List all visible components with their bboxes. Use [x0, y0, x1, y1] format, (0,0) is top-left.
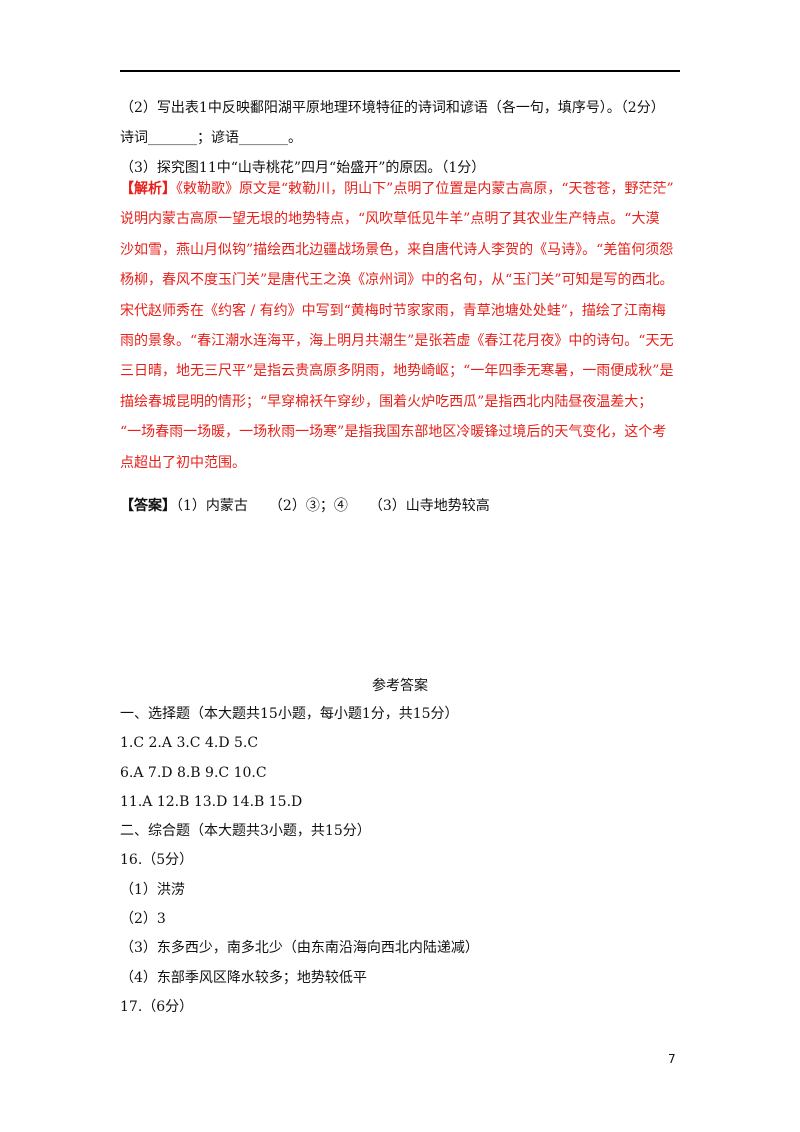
analysis-line: 杨柳，春风不度玉门关”是唐代王之涣《凉州词》中的名句，从“玉门关”可知是写的西北… [120, 272, 674, 289]
analysis-block: 【解析】《敕勒歌》原文是“敕勒川，阴山下”点明了位置是内蒙古高原，“天苍苍，野茫… [120, 180, 680, 484]
question-2: （2）写出表1中反映鄱阳湖平原地理环境特征的诗词和谚语（各一句，填序号）。（2分… [120, 100, 665, 116]
question-2-blanks: 诗词_______；谚语_______。 [120, 130, 302, 146]
reference-line: 二、综合题（本大题共3小题，共15分） [120, 823, 371, 840]
reference-line: 6.A 7.D 8.B 9.C 10.C [120, 764, 267, 781]
answer-block: 【答案】（1）内蒙古 （2）③；④ （3）山寺地势较高 [120, 497, 680, 515]
reference-line: （2）3 [120, 911, 166, 928]
reference-line: （3）东多西少，南多北少（由东南沿海向西北内陆递减） [120, 940, 479, 957]
analysis-line: 宋代赵师秀在《约客 / 有约》中写到“黄梅时节家家雨，青草池塘处处蛙”，描绘了江… [120, 302, 666, 319]
reference-answers: 一、选择题（本大题共15小题，每小题1分，共15分） 1.C 2.A 3.C 4… [120, 705, 680, 1027]
analysis-line: “一场春雨一场暖，一场秋雨一场寒”是指我国东部地区冷暖锋过境后的天气变化，这个考 [120, 424, 667, 441]
analysis-line: 描绘春城昆明的情形；“早穿棉袄午穿纱，围着火炉吃西瓜”是指西北内陆昼夜温差大； [120, 393, 653, 410]
reference-title: 参考答案 [372, 678, 428, 694]
question-block: （2）写出表1中反映鄱阳湖平原地理环境特征的诗词和谚语（各一句，填序号）。（2分… [120, 99, 680, 189]
header-rule [120, 70, 680, 72]
reference-line: 17.（6分） [120, 998, 194, 1015]
analysis-line: 【解析】《敕勒歌》原文是“敕勒川，阴山下”点明了位置是内蒙古高原，“天苍苍，野茫… [120, 180, 680, 210]
reference-line: 11.A 12.B 13.D 14.B 15.D [120, 793, 303, 810]
analysis-line: 三日晴，地无三尺平”是指云贵高原多阴雨，地势崎岖；“一年四季无寒暑，一雨便成秋”… [120, 363, 674, 380]
analysis-line: 雨的景象。“春江潮水连海平，海上明月共潮生”是张若虚《春江花月夜》中的诗句。“天… [120, 332, 674, 349]
question-3: （3）探究图11中“山寺桃花”四月“始盛开”的原因。（1分） [120, 160, 486, 176]
analysis-line: 沙如雪，燕山月似钩”描绘西北边疆战场景色，来自唐代诗人李贺的《马诗》。“羌笛何须… [120, 241, 674, 258]
analysis-label: 【解析】 [120, 181, 176, 197]
analysis-line: 点超出了初中范围。 [120, 454, 246, 471]
answer-text: （1）内蒙古 （2）③；④ （3）山寺地势较高 [176, 498, 490, 514]
reference-line: 16.（5分） [120, 852, 194, 869]
analysis-line: 说明内蒙古高原一望无垠的地势特点，“风吹草低见牛羊”点明了其农业生产特点。“大漠 [120, 211, 660, 228]
answer-line: 【答案】（1）内蒙古 （2）③；④ （3）山寺地势较高 [120, 497, 680, 515]
reference-line: 1.C 2.A 3.C 4.D 5.C [120, 735, 259, 752]
page-number: 7 [668, 1052, 676, 1066]
reference-line: （4）东部季风区降水较多；地势较低平 [120, 969, 367, 986]
answer-label: 【答案】 [120, 498, 176, 514]
reference-line: 一、选择题（本大题共15小题，每小题1分，共15分） [120, 706, 459, 722]
analysis-line-text: 《敕勒歌》原文是“敕勒川，阴山下”点明了位置是内蒙古高原，“天苍苍，野茫茫” [176, 181, 674, 197]
reference-line: （1）洪涝 [120, 881, 185, 898]
